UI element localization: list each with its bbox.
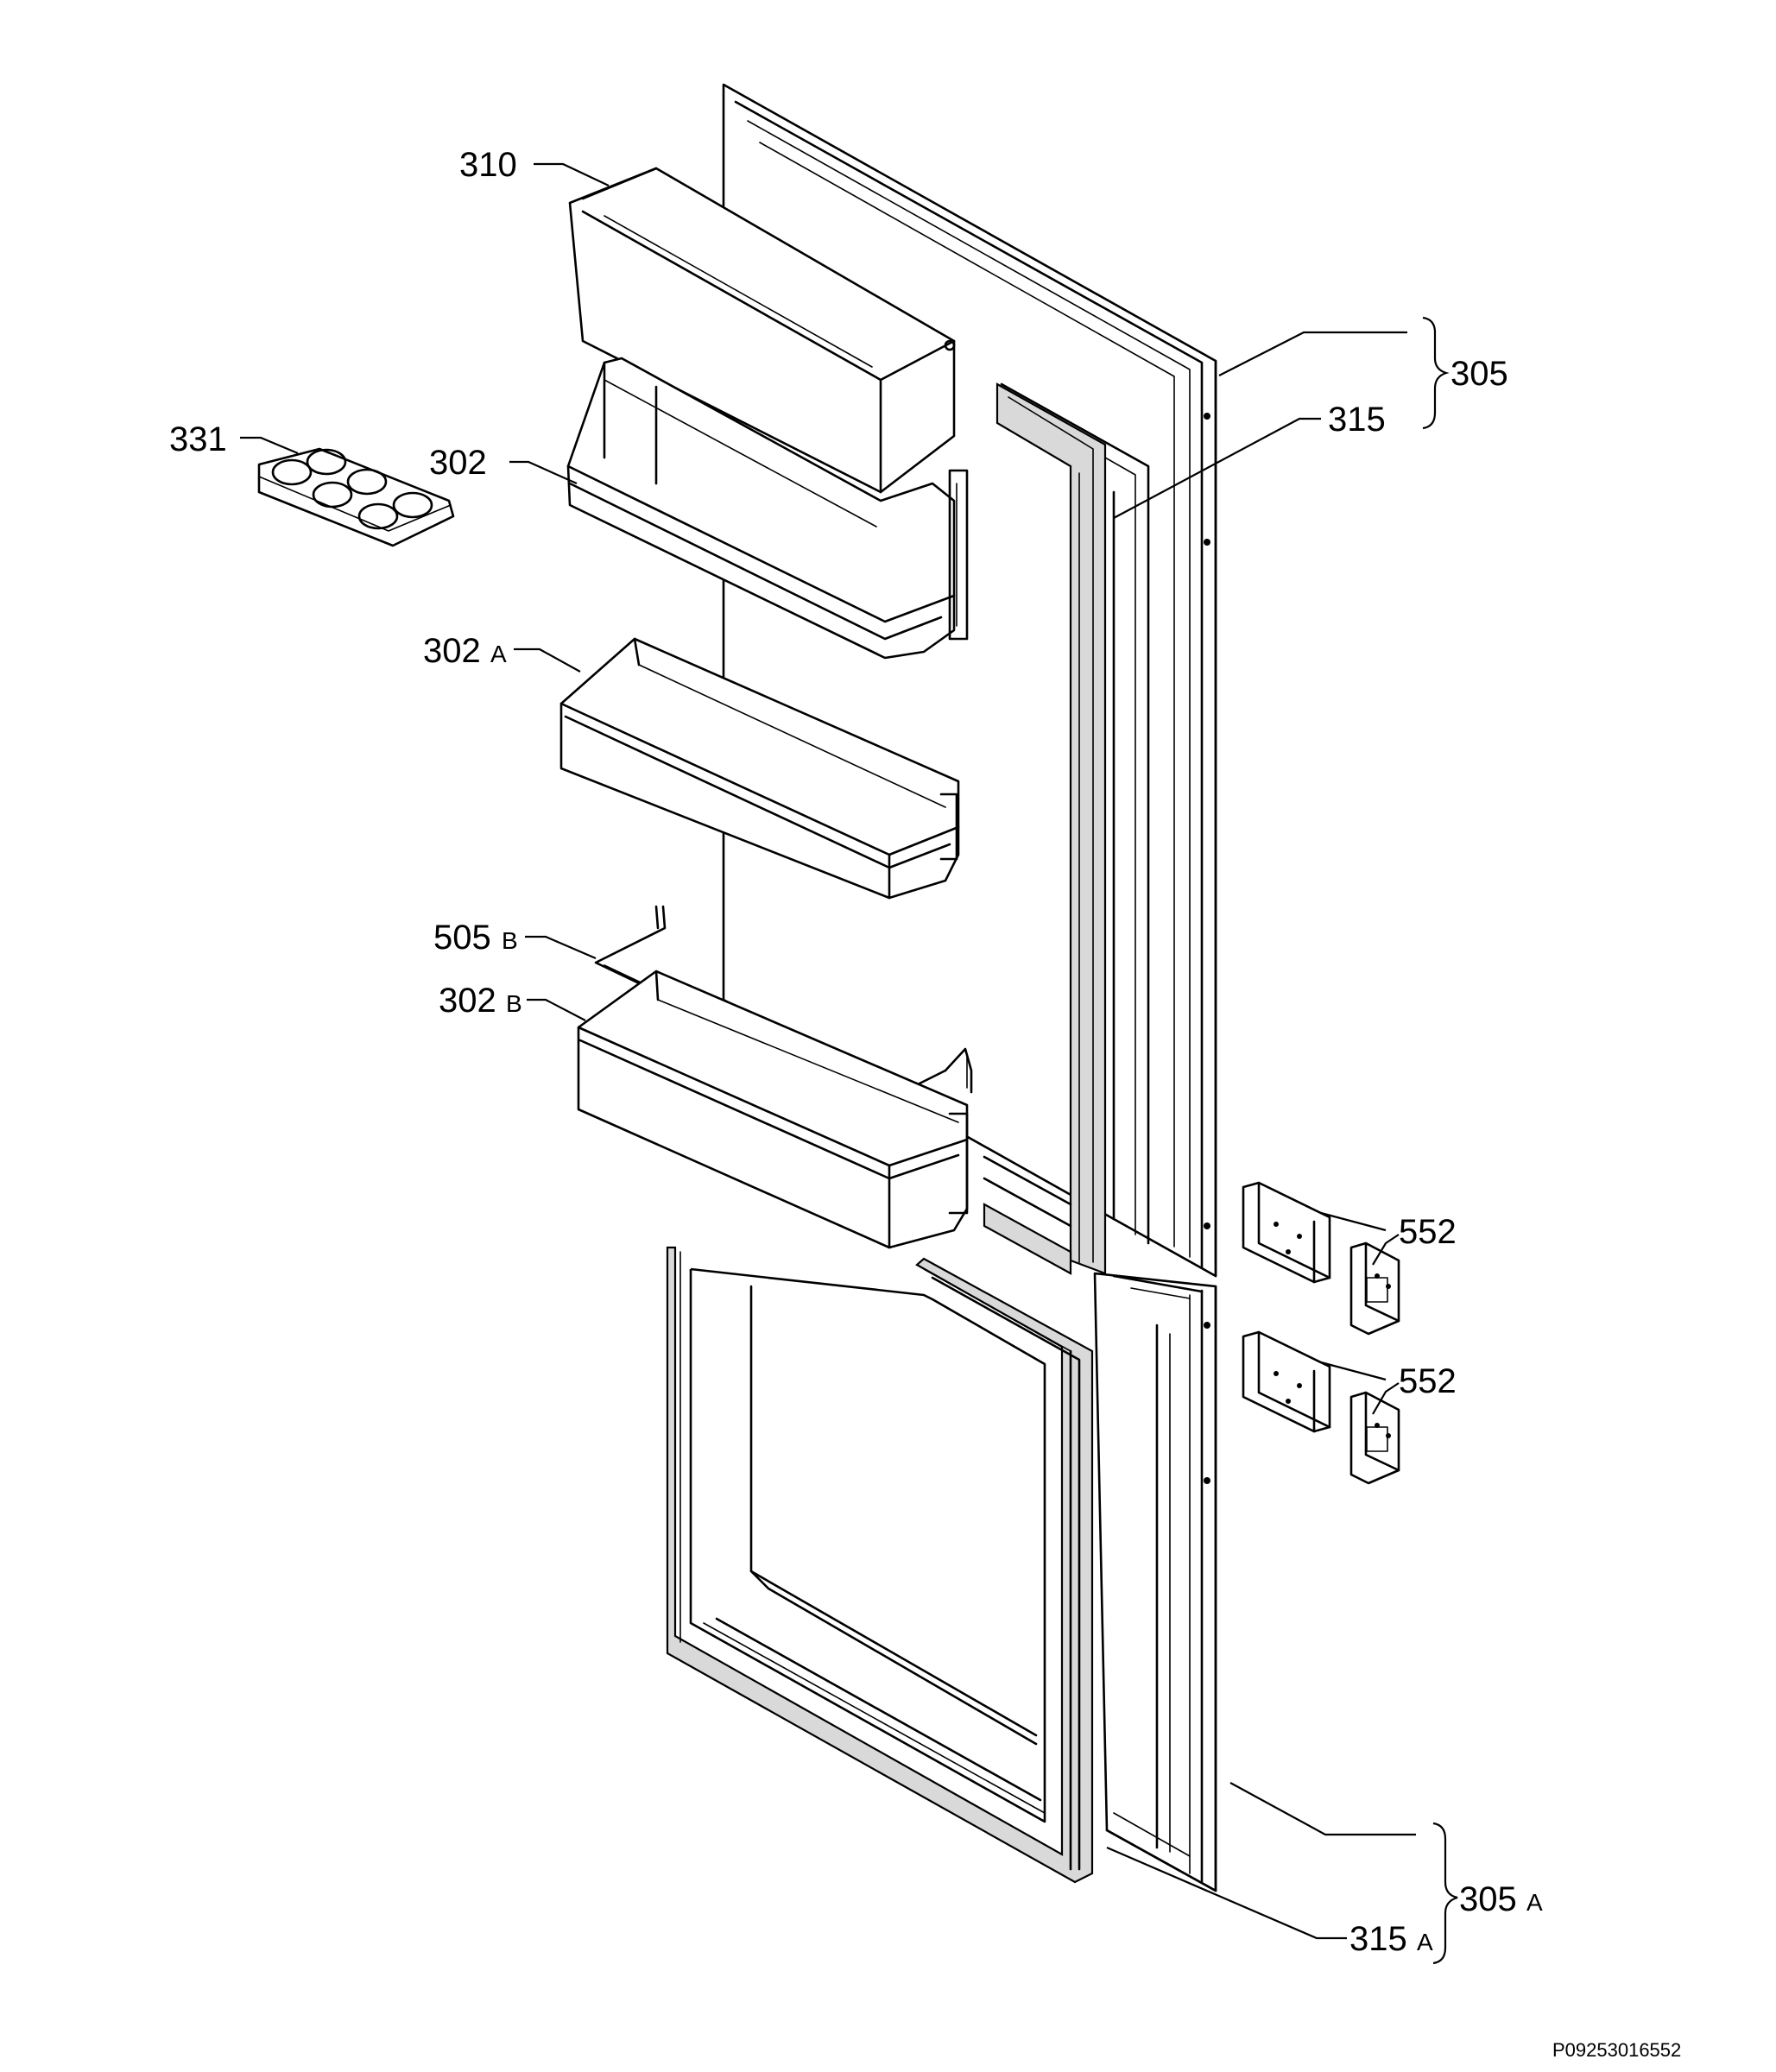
brace-305a bbox=[1432, 1822, 1458, 1965]
label-552-top: 552 bbox=[1399, 1213, 1457, 1251]
lower-door-gasket-315a bbox=[666, 1246, 1094, 1884]
upper-door-gasket-315 bbox=[983, 382, 1107, 1275]
label-305a-suffix: A bbox=[1526, 1889, 1543, 1916]
door-shelf-302a bbox=[559, 637, 960, 900]
brace-305 bbox=[1422, 316, 1450, 430]
label-315: 315 bbox=[1328, 401, 1386, 439]
label-302a-number: 302 bbox=[423, 632, 481, 670]
label-310: 310 bbox=[459, 146, 517, 184]
label-302b-number: 302 bbox=[439, 982, 496, 1020]
door-shelf-302 bbox=[566, 357, 969, 660]
label-505b-suffix: B bbox=[502, 927, 518, 954]
label-305a-number: 305 bbox=[1459, 1880, 1517, 1918]
label-302a-suffix: A bbox=[490, 641, 507, 667]
upper-door-hinge-holes bbox=[1204, 413, 1210, 1229]
dairy-compartment-310 bbox=[568, 167, 956, 494]
door-shelf-302b bbox=[577, 970, 969, 1249]
lower-door-hinge-holes bbox=[1204, 1322, 1210, 1484]
label-552-bottom: 552 bbox=[1399, 1362, 1457, 1400]
label-305: 305 bbox=[1451, 355, 1508, 393]
label-302: 302 bbox=[429, 444, 487, 482]
drawing-reference-code: P09253016552 bbox=[1552, 2039, 1681, 2061]
label-315a-number: 315 bbox=[1349, 1920, 1407, 1958]
hinge-bracket-552-bottom bbox=[1242, 1330, 1400, 1485]
label-505b-number: 505 bbox=[433, 919, 491, 957]
label-331: 331 bbox=[169, 420, 227, 458]
lower-door-inner-liner bbox=[1155, 1323, 1171, 1853]
label-315a-suffix: A bbox=[1417, 1929, 1433, 1955]
hinge-bracket-552-top bbox=[1242, 1181, 1400, 1336]
lower-door-outer-panel bbox=[1093, 1272, 1217, 1892]
label-302b-suffix: B bbox=[506, 990, 522, 1017]
leader-lines bbox=[240, 162, 1416, 1940]
egg-tray-331 bbox=[257, 447, 455, 547]
